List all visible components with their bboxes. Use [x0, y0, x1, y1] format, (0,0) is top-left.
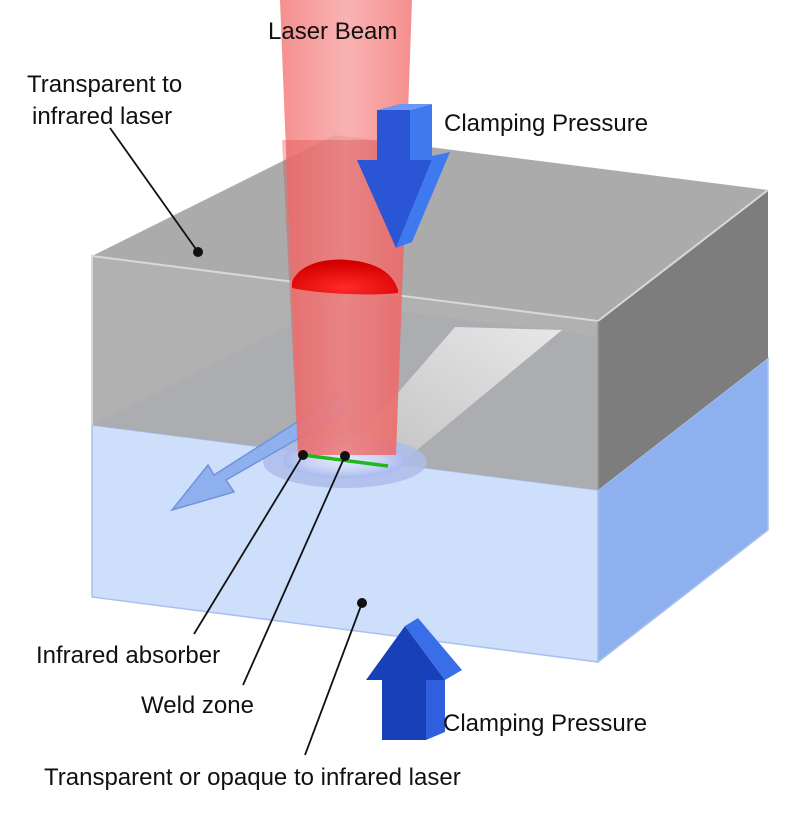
- leader-dots: [193, 247, 367, 608]
- top-part-top-face: [92, 135, 768, 321]
- clamp-arrow-bottom: [366, 618, 462, 740]
- leader-transparent: [109, 127, 199, 253]
- dot-absorber: [298, 450, 308, 460]
- dot-transparent: [193, 247, 203, 257]
- clamp-arrow-bottom-side2: [426, 680, 445, 740]
- label-transparent-line1: Transparent to: [27, 71, 182, 98]
- label-laser-beam: Laser Beam: [268, 18, 397, 45]
- clamp-arrow-top-shaft-front: [357, 110, 432, 248]
- leader-lines: [109, 127, 363, 756]
- label-transparent-or-opaque: Transparent or opaque to infrared laser: [44, 764, 461, 791]
- top-part-side-face: [598, 190, 768, 490]
- label-transparent-line2: infrared laser: [32, 103, 172, 130]
- laser-focus-dome: [292, 259, 398, 295]
- label-weld-zone: Weld zone: [141, 692, 254, 719]
- leader-weld: [242, 455, 346, 686]
- clamp-arrow-bottom-front: [366, 626, 445, 740]
- dot-weld: [340, 451, 350, 461]
- weld-track-light: [344, 327, 562, 464]
- clamp-arrow-bottom-side: [405, 618, 462, 680]
- label-clamping-top: Clamping Pressure: [444, 110, 648, 137]
- clamp-arrow-top: [357, 104, 450, 248]
- leader-bottom: [304, 602, 363, 756]
- leader-absorber: [193, 454, 304, 635]
- clamp-arrow-top-shaft-top: [377, 104, 432, 110]
- dot-bottom: [357, 598, 367, 608]
- laser-beam-overlay: [282, 140, 408, 455]
- label-infrared-absorber: Infrared absorber: [36, 642, 220, 669]
- clamp-arrow-top-shaft-side: [396, 104, 450, 248]
- label-clamping-bottom: Clamping Pressure: [443, 710, 647, 737]
